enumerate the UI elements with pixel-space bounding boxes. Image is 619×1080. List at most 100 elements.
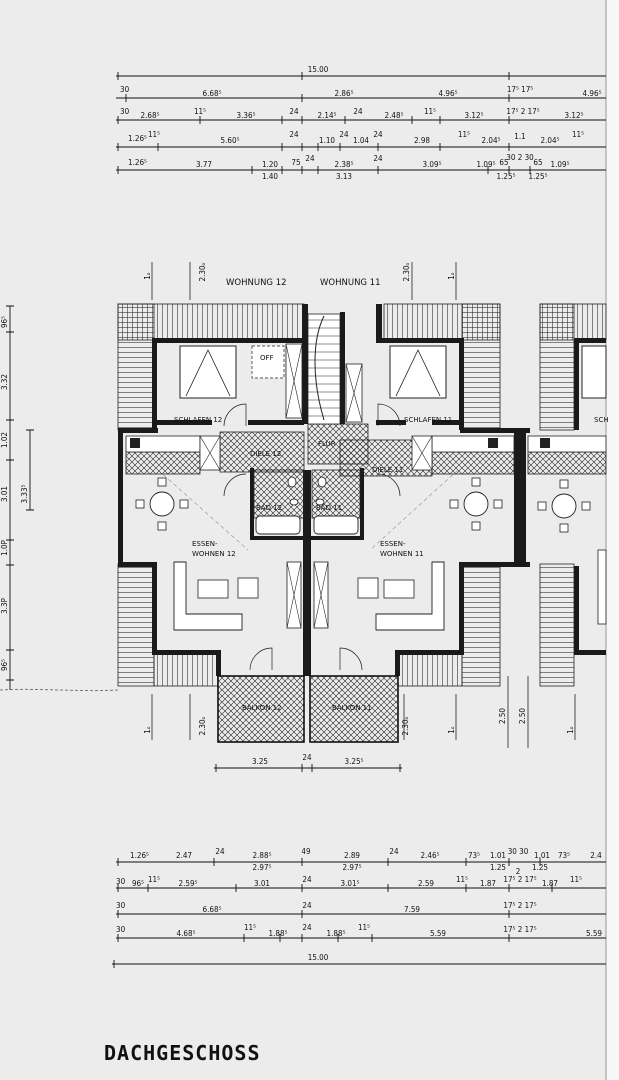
svg-text:30: 30	[116, 925, 126, 934]
svg-text:3.01: 3.01	[254, 879, 270, 888]
room-label-essen-12: ESSEN-	[192, 540, 218, 548]
svg-text:73⁵: 73⁵	[558, 851, 570, 860]
svg-text:65: 65	[499, 158, 508, 167]
dim-overall-top: 15.00	[308, 65, 329, 74]
room-label-balkon-11: BALKON 11	[332, 704, 372, 712]
svg-text:3.12⁵: 3.12⁵	[565, 111, 584, 120]
svg-text:4.68⁵: 4.68⁵	[177, 929, 196, 938]
svg-text:2.59: 2.59	[418, 879, 434, 888]
svg-text:1.26⁵: 1.26⁵	[128, 134, 147, 143]
svg-text:17⁵ 2 17⁵: 17⁵ 2 17⁵	[503, 901, 536, 910]
svg-text:3.25⁵: 3.25⁵	[345, 757, 364, 766]
svg-text:1.26⁵: 1.26⁵	[130, 851, 149, 860]
room-label-neighbour: SCH	[594, 416, 609, 424]
svg-text:2.30ₒ: 2.30ₒ	[198, 262, 207, 281]
svg-text:96⁵: 96⁵	[132, 879, 144, 888]
svg-text:1.0P: 1.0P	[0, 539, 9, 555]
svg-text:30: 30	[120, 107, 130, 116]
svg-text:1.01: 1.01	[534, 851, 550, 860]
svg-text:6.68⁵: 6.68⁵	[203, 89, 222, 98]
svg-text:17⁵ 2 17⁵: 17⁵ 2 17⁵	[503, 875, 536, 884]
living-12	[135, 469, 302, 671]
svg-text:75: 75	[291, 158, 300, 167]
unit-label-wohnung-11: WOHNUNG 11	[320, 278, 381, 288]
svg-text:1.25⁵: 1.25⁵	[529, 172, 548, 181]
svg-text:11⁵: 11⁵	[244, 923, 256, 932]
room-label-diele-11: DIELE 11	[372, 466, 403, 474]
svg-text:1.10: 1.10	[319, 136, 335, 145]
svg-text:96⁵: 96⁵	[0, 659, 9, 671]
svg-text:2.38⁵: 2.38⁵	[335, 160, 354, 169]
svg-text:1.87: 1.87	[480, 879, 496, 888]
svg-text:3.12⁵: 3.12⁵	[465, 111, 484, 120]
room-label-flur: FLUR	[318, 440, 336, 448]
svg-text:30: 30	[116, 877, 126, 886]
roof-slopes	[117, 303, 607, 687]
svg-text:1.01: 1.01	[490, 851, 506, 860]
room-label-bad-12: BAD 12	[256, 504, 282, 512]
svg-text:1.40: 1.40	[262, 172, 278, 181]
svg-text:24: 24	[302, 875, 312, 884]
svg-text:1ₒ: 1ₒ	[566, 726, 575, 734]
room-label-schlafen-12: SCHLAFEN 12	[174, 416, 222, 424]
svg-text:11⁵: 11⁵	[456, 875, 468, 884]
svg-text:5.59: 5.59	[586, 929, 602, 938]
sheet-title: DACHGESCHOSS	[104, 1041, 261, 1065]
bottom-dimension-chains: 1.26⁵ 2.47 24 2.88⁵ 49 2.89 24 2.46⁵ 73⁵…	[112, 847, 606, 968]
svg-text:3.25: 3.25	[252, 757, 268, 766]
svg-text:1.1: 1.1	[514, 132, 525, 141]
unit-label-wohnung-12: WOHNUNG 12	[226, 278, 287, 288]
svg-text:1.25: 1.25	[490, 863, 506, 872]
svg-text:1.20: 1.20	[262, 160, 278, 169]
room-label-bad-11: BAD 11	[316, 504, 342, 512]
svg-text:2.04⁵: 2.04⁵	[541, 136, 560, 145]
svg-text:3.32: 3.32	[0, 374, 9, 390]
svg-text:5.60⁵: 5.60⁵	[221, 136, 240, 145]
svg-text:11⁵: 11⁵	[572, 130, 584, 139]
svg-text:3.36⁵: 3.36⁵	[237, 111, 256, 120]
svg-text:2.50: 2.50	[498, 708, 507, 724]
svg-text:6.68⁵: 6.68⁵	[203, 905, 222, 914]
svg-text:3.13: 3.13	[336, 172, 352, 181]
svg-text:17⁵ 17⁵: 17⁵ 17⁵	[507, 85, 533, 94]
svg-text:2.46⁵: 2.46⁵	[421, 851, 440, 860]
svg-text:1ₒ: 1ₒ	[143, 726, 152, 734]
svg-text:1.02: 1.02	[0, 432, 9, 448]
svg-text:24: 24	[305, 154, 315, 163]
bedroom-12	[179, 343, 303, 427]
bathrooms	[255, 476, 359, 535]
svg-text:2.30ₒ: 2.30ₒ	[198, 716, 207, 735]
svg-text:2.86⁵: 2.86⁵	[335, 89, 354, 98]
svg-text:4.96⁵: 4.96⁵	[439, 89, 458, 98]
left-dimension-chain: 96⁵ 3.32 1.02 3.01 3.33⁵ 1.0P 3.3P 96⁵	[0, 305, 34, 690]
svg-text:11⁵: 11⁵	[148, 875, 160, 884]
svg-text:2.98: 2.98	[414, 136, 430, 145]
svg-text:11⁵: 11⁵	[570, 875, 582, 884]
room-labels: OFF SCHLAFEN 12 SCHLAFEN 11 DIELE 12 FLU…	[174, 354, 609, 712]
svg-text:1.26⁵: 1.26⁵	[128, 158, 147, 167]
svg-text:30 30: 30 30	[508, 847, 529, 856]
svg-text:2.48⁵: 2.48⁵	[385, 111, 404, 120]
svg-text:11⁵: 11⁵	[458, 130, 470, 139]
svg-text:3.77: 3.77	[196, 160, 212, 169]
svg-text:3.09⁵: 3.09⁵	[423, 160, 442, 169]
dim-overall-bottom: 15.00	[308, 953, 329, 962]
room-label-off: OFF	[260, 354, 274, 362]
svg-text:24: 24	[373, 130, 383, 139]
svg-text:24: 24	[215, 847, 225, 856]
room-label-diele-12: DIELE 12	[250, 450, 281, 458]
svg-text:2.68⁵: 2.68⁵	[141, 111, 160, 120]
svg-text:4.96⁵: 4.96⁵	[583, 89, 602, 98]
svg-text:24: 24	[389, 847, 399, 856]
svg-text:2.30ₒ: 2.30ₒ	[401, 716, 410, 735]
page-edge	[606, 0, 619, 1080]
svg-text:1ₒ: 1ₒ	[447, 726, 456, 734]
svg-text:2.59⁵: 2.59⁵	[179, 879, 198, 888]
svg-text:24: 24	[302, 901, 312, 910]
room-label-balkon-12: BALKON 12	[242, 704, 282, 712]
bedroom-11	[377, 345, 607, 427]
svg-text:1.25⁵: 1.25⁵	[497, 172, 516, 181]
svg-text:5.59: 5.59	[430, 929, 446, 938]
svg-text:2.88⁵: 2.88⁵	[253, 851, 272, 860]
room-label-schlafen-11: SCHLAFEN 11	[404, 416, 452, 424]
